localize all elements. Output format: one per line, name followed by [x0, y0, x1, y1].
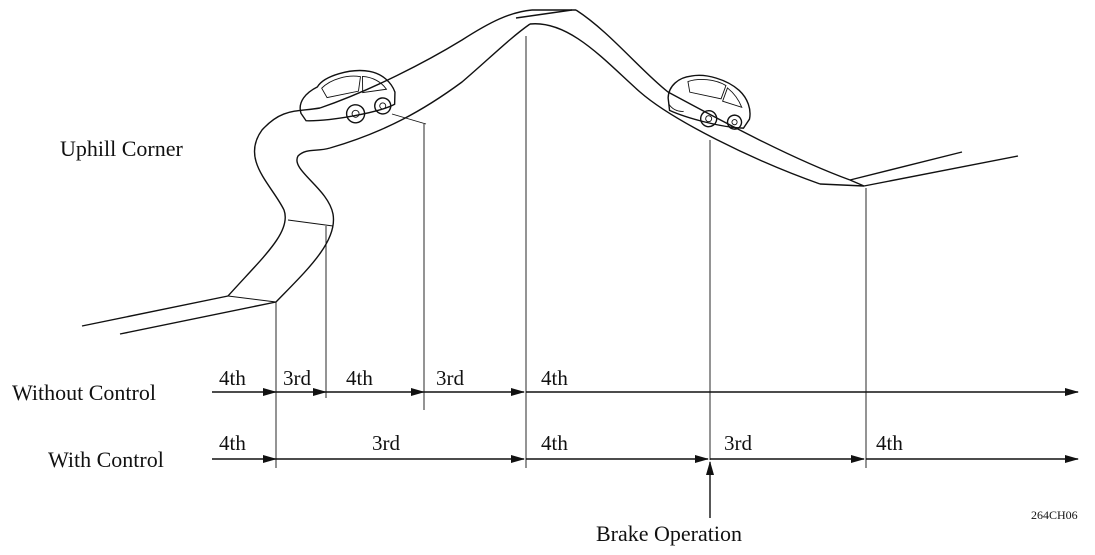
- with-gear-5: 4th: [876, 431, 903, 455]
- with-control-label: With Control: [48, 447, 164, 472]
- without-gear-2: 3rd: [283, 366, 311, 390]
- without-gear-5: 4th: [541, 366, 568, 390]
- car-uphill-icon: [299, 69, 396, 124]
- without-gear-1: 4th: [219, 366, 246, 390]
- guide-lines: [275, 36, 867, 468]
- without-gear-4: 3rd: [436, 366, 464, 390]
- uphill-corner-label: Uphill Corner: [60, 136, 183, 161]
- without-gear-3: 4th: [346, 366, 373, 390]
- with-control-row: 4th 3rd 4th 3rd 4th: [212, 431, 1079, 463]
- car-downhill-icon: [667, 74, 751, 130]
- figure-code: 264CH06: [1031, 508, 1078, 522]
- without-control-label: Without Control: [12, 380, 156, 405]
- with-gear-2: 3rd: [372, 431, 400, 455]
- road-illustration: [81, 9, 1019, 335]
- with-gear-4: 3rd: [724, 431, 752, 455]
- brake-operation-label: Brake Operation: [596, 521, 742, 546]
- with-gear-1: 4th: [219, 431, 246, 455]
- without-control-row: 4th 3rd 4th 3rd 4th: [212, 366, 1079, 396]
- with-gear-3: 4th: [541, 431, 568, 455]
